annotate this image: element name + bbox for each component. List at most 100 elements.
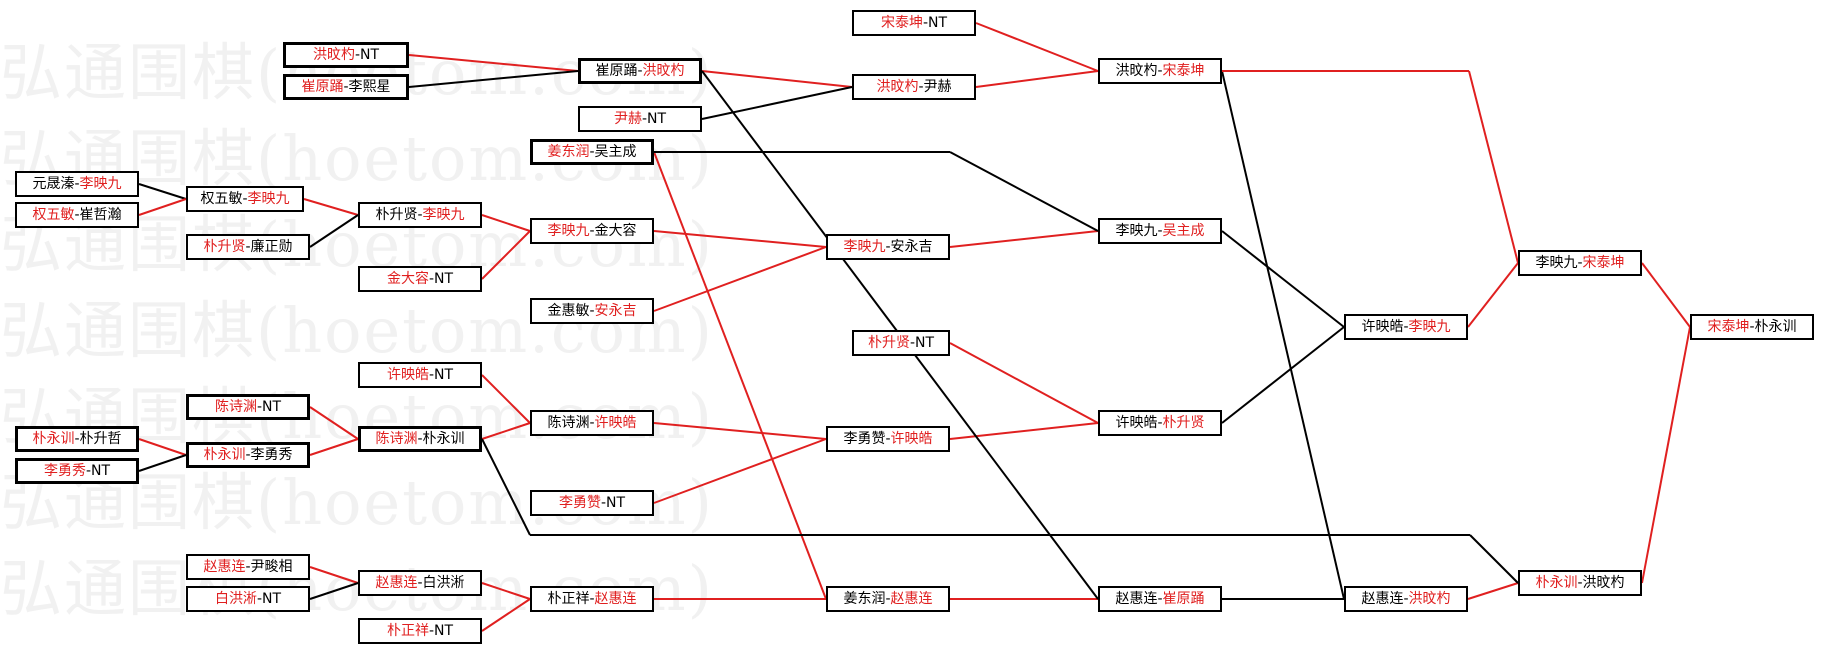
match-box[interactable]: 赵惠连-白洪淅: [358, 570, 482, 596]
player-2: NT: [647, 111, 667, 127]
match-box[interactable]: 姜东润-吴主成: [530, 139, 654, 165]
connector-line: [1469, 534, 1519, 584]
player-2: NT: [91, 463, 111, 479]
connector-line: [138, 183, 187, 200]
match-box[interactable]: 崔原踊-洪旼杓: [578, 58, 702, 84]
match-box[interactable]: 朴升贤-廉正勋: [186, 234, 310, 260]
player-1: 朴升贤: [375, 207, 418, 223]
match-box[interactable]: 金大容-NT: [358, 266, 482, 292]
connector-line: [481, 438, 531, 536]
connector-line: [481, 422, 531, 440]
match-box[interactable]: 陈诗渊-许映皓: [530, 410, 654, 436]
connector-line: [975, 22, 1099, 72]
player-1: 朴正祥: [386, 623, 429, 639]
player-2: NT: [915, 335, 935, 351]
connector-line: [653, 230, 827, 248]
player-2: 李熙星: [348, 79, 391, 95]
player-1: 洪旼杓: [1115, 63, 1158, 79]
player-1: 李勇赞: [558, 495, 601, 511]
player-1: 崔原踊: [595, 63, 638, 79]
match-box[interactable]: 洪旼杓-宋泰坤: [1098, 58, 1222, 84]
match-box[interactable]: 元晟溱-李映九: [15, 171, 139, 197]
connector-line: [653, 422, 827, 440]
player-2: 朴升贤: [1162, 415, 1205, 431]
connector-line: [309, 566, 359, 584]
match-box[interactable]: 李映九-金大容: [530, 218, 654, 244]
match-box[interactable]: 金惠敏-安永吉: [530, 298, 654, 324]
match-box[interactable]: 权五敏-崔哲瀚: [15, 202, 139, 228]
player-1: 朴永训: [1535, 575, 1578, 591]
match-box[interactable]: 赵惠连-洪旼杓: [1344, 586, 1468, 612]
player-1: 赵惠连: [1361, 591, 1404, 607]
match-box[interactable]: 宋泰坤-NT: [852, 10, 976, 36]
match-box[interactable]: 洪旼杓-尹赫: [852, 74, 976, 100]
connector-line: [1221, 326, 1345, 424]
player-1: 陈诗渊: [375, 431, 418, 447]
match-box[interactable]: 朴升贤-李映九: [358, 202, 482, 228]
final-match-box[interactable]: 宋泰坤-朴永训: [1690, 314, 1814, 340]
player-2: 廉正勋: [250, 239, 293, 255]
player-1: 金大容: [386, 271, 429, 287]
player-1: 洪旼杓: [876, 79, 919, 95]
match-box[interactable]: 赵惠连-尹畯相: [186, 554, 310, 580]
connector-line: [481, 230, 531, 280]
player-1: 李映九: [843, 239, 886, 255]
match-box[interactable]: 陈诗渊-朴永训: [358, 426, 482, 452]
connector-line: [653, 438, 827, 504]
player-2: 许映皓: [594, 415, 637, 431]
match-box[interactable]: 李映九-宋泰坤: [1518, 250, 1642, 276]
match-box[interactable]: 许映皓-NT: [358, 362, 482, 388]
match-box[interactable]: 陈诗渊-NT: [186, 394, 310, 420]
match-box[interactable]: 赵惠连-崔原踊: [1098, 586, 1222, 612]
match-box[interactable]: 白洪淅-NT: [186, 586, 310, 612]
player-1: 李映九: [1115, 223, 1158, 239]
player-1: 陈诗渊: [547, 415, 590, 431]
player-2: 洪旼杓: [1582, 575, 1625, 591]
player-1: 宋泰坤: [1707, 319, 1750, 335]
player-2: 洪旼杓: [642, 63, 685, 79]
match-box[interactable]: 李勇赞-许映皓: [826, 426, 950, 452]
player-1: 李映九: [1535, 255, 1578, 271]
match-box[interactable]: 李勇秀-NT: [15, 458, 139, 484]
player-1: 赵惠连: [375, 575, 418, 591]
match-box[interactable]: 朴正祥-NT: [358, 618, 482, 644]
player-1: 姜东润: [843, 591, 886, 607]
player-1: 白洪淅: [214, 591, 257, 607]
player-1: 洪旼杓: [312, 47, 355, 63]
player-2: 吴主成: [594, 144, 637, 160]
match-box[interactable]: 尹赫-NT: [578, 106, 702, 132]
match-box[interactable]: 朴永训-朴升哲: [15, 426, 139, 452]
connector-line: [949, 151, 1099, 232]
connector-line: [1221, 70, 1345, 600]
match-box[interactable]: 洪旼杓-NT: [283, 42, 409, 68]
match-box[interactable]: 朴永训-李勇秀: [186, 442, 310, 468]
player-2: NT: [434, 623, 454, 639]
player-2: 崔哲瀚: [79, 207, 122, 223]
player-2: 白洪淅: [422, 575, 465, 591]
player-2: 朴升哲: [79, 431, 122, 447]
match-box[interactable]: 朴正祥-赵惠连: [530, 586, 654, 612]
player-2: 安永吉: [594, 303, 637, 319]
match-box[interactable]: 李勇赞-NT: [530, 490, 654, 516]
player-1: 赵惠连: [1115, 591, 1158, 607]
player-1: 朴永训: [32, 431, 75, 447]
match-box[interactable]: 姜东润-赵惠连: [826, 586, 950, 612]
player-2: NT: [262, 399, 282, 415]
connector-line: [303, 198, 359, 216]
connector-line: [701, 70, 853, 88]
player-2: 赵惠连: [594, 591, 637, 607]
match-box[interactable]: 许映皓-朴升贤: [1098, 410, 1222, 436]
match-box[interactable]: 许映皓-李映九: [1344, 314, 1468, 340]
player-2: 朴永训: [422, 431, 465, 447]
match-box[interactable]: 权五敏-李映九: [186, 186, 304, 212]
match-box[interactable]: 朴升贤-NT: [852, 330, 950, 356]
player-1: 崔原踊: [301, 79, 344, 95]
match-box[interactable]: 崔原踊-李熙星: [283, 74, 409, 100]
match-box[interactable]: 李映九-安永吉: [826, 234, 950, 260]
player-2: 李映九: [79, 176, 122, 192]
player-1: 朴升贤: [867, 335, 910, 351]
connector-line: [653, 151, 827, 600]
match-box[interactable]: 李映九-吴主成: [1098, 218, 1222, 244]
match-box[interactable]: 朴永训-洪旼杓: [1518, 570, 1642, 596]
player-1: 朴永训: [203, 447, 246, 463]
